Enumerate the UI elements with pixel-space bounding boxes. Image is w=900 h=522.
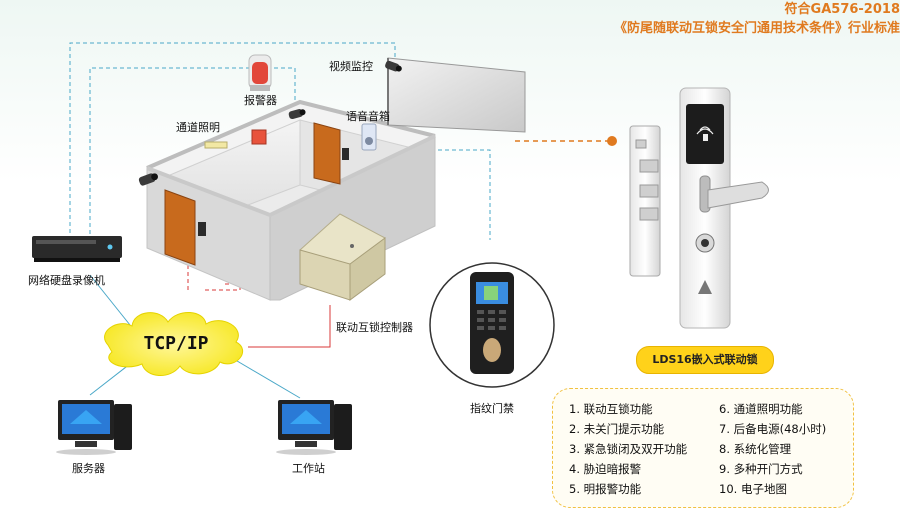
standard-name: 《防尾随联动互锁安全门通用技术条件》行业标准 <box>613 21 900 36</box>
label-fingerprint: 指纹门禁 <box>470 402 514 415</box>
controller-box <box>299 213 386 301</box>
label-nvr: 网络硬盘录像机 <box>28 274 105 287</box>
feature-item: 7. 后备电源(48小时) <box>719 422 827 436</box>
door-back <box>313 122 349 185</box>
feature-item: 2. 未关门提示功能 <box>569 422 665 436</box>
label-alarm: 报警器 <box>244 94 277 107</box>
fingerprint-reader-icon <box>429 262 555 388</box>
feature-item: 6. 通道照明功能 <box>719 402 803 416</box>
feature-item: 10. 电子地图 <box>719 482 787 496</box>
server-computer-icon <box>56 400 132 455</box>
feature-item: 1. 联动互锁功能 <box>569 402 653 416</box>
nvr-device <box>32 236 122 262</box>
door-left <box>164 189 206 266</box>
label-speaker: 语音音箱 <box>346 110 390 123</box>
feature-item: 5. 明报警功能 <box>569 482 642 496</box>
lock-product-image <box>629 87 769 329</box>
label-corridor-light: 通道照明 <box>176 121 220 134</box>
features-box: 1. 联动互锁功能 2. 未关门提示功能 3. 紧急锁闭及双开功能 4. 胁迫暗… <box>552 388 854 508</box>
standard-title: 符合GA576-2018 《防尾随联动互锁安全门通用技术条件》行业标准 <box>0 0 900 38</box>
alarm-small <box>251 129 267 145</box>
feature-item: 4. 胁迫暗报警 <box>569 462 642 476</box>
label-workstation: 工作站 <box>292 462 325 475</box>
feature-item: 3. 紧急锁闭及双开功能 <box>569 442 688 456</box>
camera-icon <box>138 60 402 186</box>
tcpip-label: TCP/IP <box>143 333 209 354</box>
corridor-light-fixture <box>204 141 228 149</box>
feature-item: 9. 多种开门方式 <box>719 462 803 476</box>
label-controller: 联动互锁控制器 <box>336 321 413 334</box>
speaker-device <box>361 123 377 151</box>
tcpip-cloud <box>104 312 243 376</box>
product-name-badge: LDS16嵌入式联动锁 <box>636 346 774 374</box>
workstation-computer-icon <box>276 400 352 455</box>
feature-item: 8. 系统化管理 <box>719 442 792 456</box>
standard-code: 符合GA576-2018 <box>784 2 900 17</box>
label-video: 视频监控 <box>329 60 373 73</box>
label-server: 服务器 <box>72 462 105 475</box>
alarm-siren-icon <box>248 54 272 91</box>
